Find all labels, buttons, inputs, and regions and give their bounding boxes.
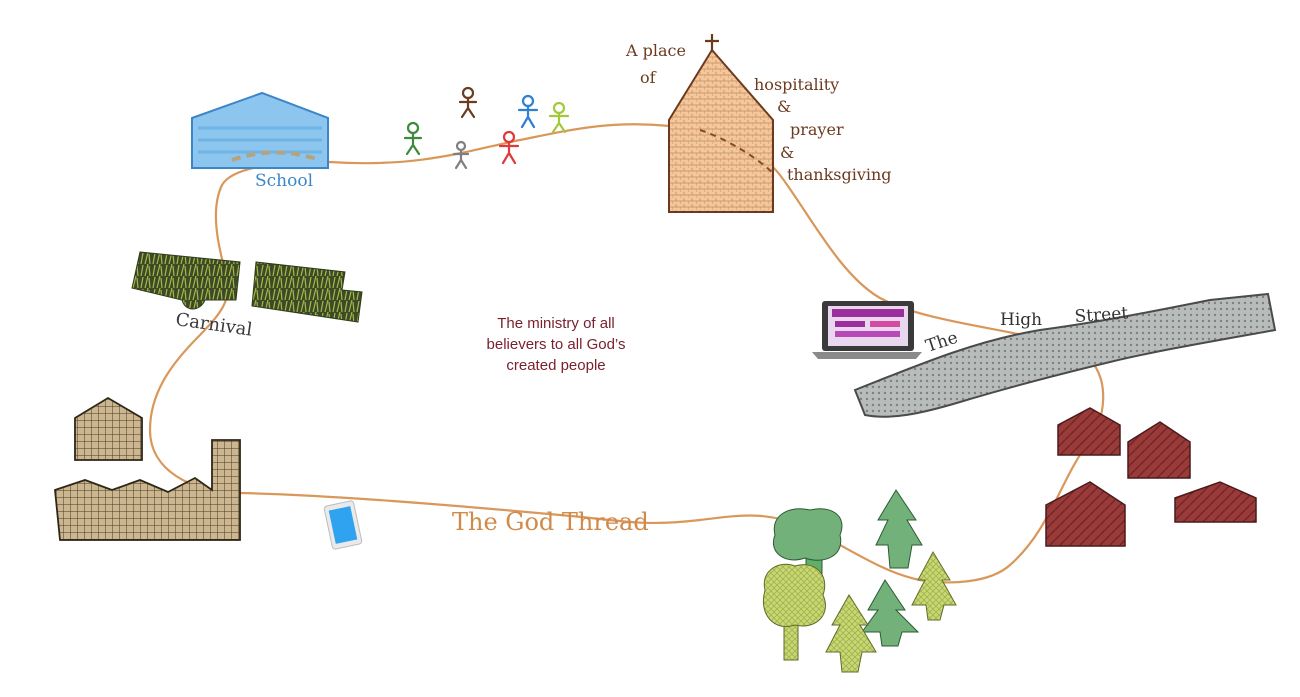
people-group	[405, 88, 568, 168]
phone-icon	[324, 500, 362, 549]
word-thanksgiving: thanksgiving	[787, 165, 892, 184]
church-caption: A place of	[625, 41, 691, 87]
high-street-street: Street	[1074, 303, 1129, 327]
person-lime	[550, 103, 568, 132]
word-amp-2: &	[780, 143, 794, 162]
tree-pine-3	[862, 580, 918, 646]
house-4	[1175, 482, 1256, 522]
person-brown	[460, 88, 476, 117]
center-line-1: The ministry of all	[452, 313, 660, 334]
carnival-pieces	[132, 252, 362, 322]
laptop-icon	[812, 301, 922, 359]
carnival-label: Carnival	[174, 309, 254, 341]
tree-pine-4	[826, 595, 876, 672]
tree-round-2	[763, 564, 825, 660]
school-label: School	[255, 171, 313, 191]
word-prayer: prayer	[790, 120, 844, 139]
person-red	[500, 132, 518, 163]
house-1	[1058, 408, 1120, 455]
person-grey	[454, 142, 468, 168]
person-blue	[519, 96, 537, 127]
word-hospitality: hospitality	[754, 75, 839, 94]
houses-group	[1046, 408, 1256, 546]
word-amp-1: &	[777, 97, 791, 116]
church-building	[669, 34, 775, 212]
god-thread-label: The God Thread	[452, 508, 649, 536]
tree-pine-1	[876, 490, 922, 568]
high-street-high: High	[1000, 310, 1042, 330]
church-caption-a: A place	[625, 41, 686, 60]
church-caption-of: of	[640, 68, 657, 87]
center-line-3: created people	[452, 355, 660, 376]
tree-pine-2	[912, 552, 956, 620]
school-building	[192, 93, 328, 168]
house-2	[1128, 422, 1190, 478]
center-line-2: believers to all God’s	[452, 334, 660, 355]
small-hut	[75, 398, 142, 460]
center-text-box: The ministry of all believers to all God…	[452, 313, 660, 383]
trees-group	[763, 490, 956, 672]
house-3	[1046, 482, 1125, 546]
person-green	[405, 123, 421, 154]
